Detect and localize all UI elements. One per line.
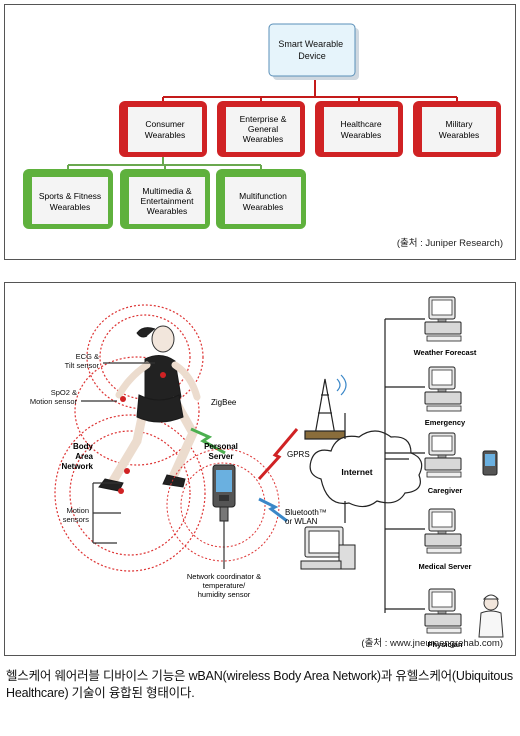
- svg-text:Weather Forecast: Weather Forecast: [414, 348, 477, 357]
- root-label-line2: Device: [298, 51, 326, 61]
- gprs-label: GPRS: [287, 450, 310, 459]
- network-wiring: [344, 318, 425, 613]
- bluetooth-link-bolt: [258, 497, 288, 523]
- source-credit-juniper: (출처 : Juniper Research): [396, 238, 503, 249]
- node-weather-forecast: Weather Forecast: [414, 296, 477, 357]
- cell-tower-icon: [304, 374, 347, 440]
- spo2-label-line1: SpO2 &: [51, 388, 77, 397]
- svg-text:Smart Wearable Device: Smart Wearable Device: [278, 39, 345, 61]
- body-area-rings: [54, 304, 206, 572]
- zigbee-label: ZigBee: [211, 398, 237, 407]
- svg-text:ECG &Tilt sensor: ECG &Tilt sensor: [65, 352, 100, 370]
- root-label-line1: Smart Wearable: [278, 39, 343, 49]
- node-medical-server: Medical Server: [419, 508, 472, 571]
- pda-device-icon: [212, 464, 236, 522]
- runner-figure: [98, 325, 201, 494]
- node-physician: Physician: [424, 588, 504, 649]
- ecg-label-line1: ECG &: [76, 352, 99, 361]
- server-rings: [166, 448, 280, 562]
- motion-label-line2: sensors: [63, 515, 90, 524]
- svg-text:Medical Server: Medical Server: [419, 562, 472, 571]
- node-emergency: Emergency: [424, 366, 466, 427]
- wban-network-panel: ECG &Tilt sensor SpO2 &Motion sensor Mot…: [4, 282, 516, 656]
- svg-text:SpO2 &Motion sensor: SpO2 &Motion sensor: [30, 388, 78, 406]
- spo2-label-line2: Motion sensor: [30, 397, 78, 406]
- root-node: Smart Wearable Device: [268, 23, 359, 80]
- zigbee-link-bolt: [190, 427, 226, 455]
- ecg-label-line2: Tilt sensor: [65, 361, 100, 370]
- node-caregiver: Caregiver: [424, 432, 498, 495]
- svg-text:Physician: Physician: [427, 640, 462, 649]
- source-credit-jneuroengrehab: (출처 : www.jneuroengrehab.com): [361, 638, 503, 649]
- sensor-labels: ECG &Tilt sensor SpO2 &Motion sensor Mot…: [30, 352, 100, 524]
- caregiver-pda-icon: [482, 450, 498, 476]
- internet-cloud-icon: Internet: [309, 430, 423, 508]
- internet-label: Internet: [341, 467, 372, 477]
- physician-person-icon: [478, 594, 504, 638]
- home-computer-icon: [300, 526, 356, 570]
- svg-text:Emergency: Emergency: [425, 418, 466, 427]
- motion-label-line1: Motion: [66, 506, 89, 515]
- wban-diagram: ECG &Tilt sensor SpO2 &Motion sensor Mot…: [30, 296, 504, 649]
- figure-caption: 헬스케어 웨어러블 디바이스 기능은 wBAN(wireless Body Ar…: [6, 669, 513, 700]
- svg-text:Caregiver: Caregiver: [428, 486, 463, 495]
- sensor-pointers: [81, 362, 155, 544]
- connectors-level1: [162, 78, 458, 106]
- gprs-link-bolt: [257, 428, 299, 481]
- coordinator-label: Network coordinator &temperature/humidit…: [187, 572, 261, 599]
